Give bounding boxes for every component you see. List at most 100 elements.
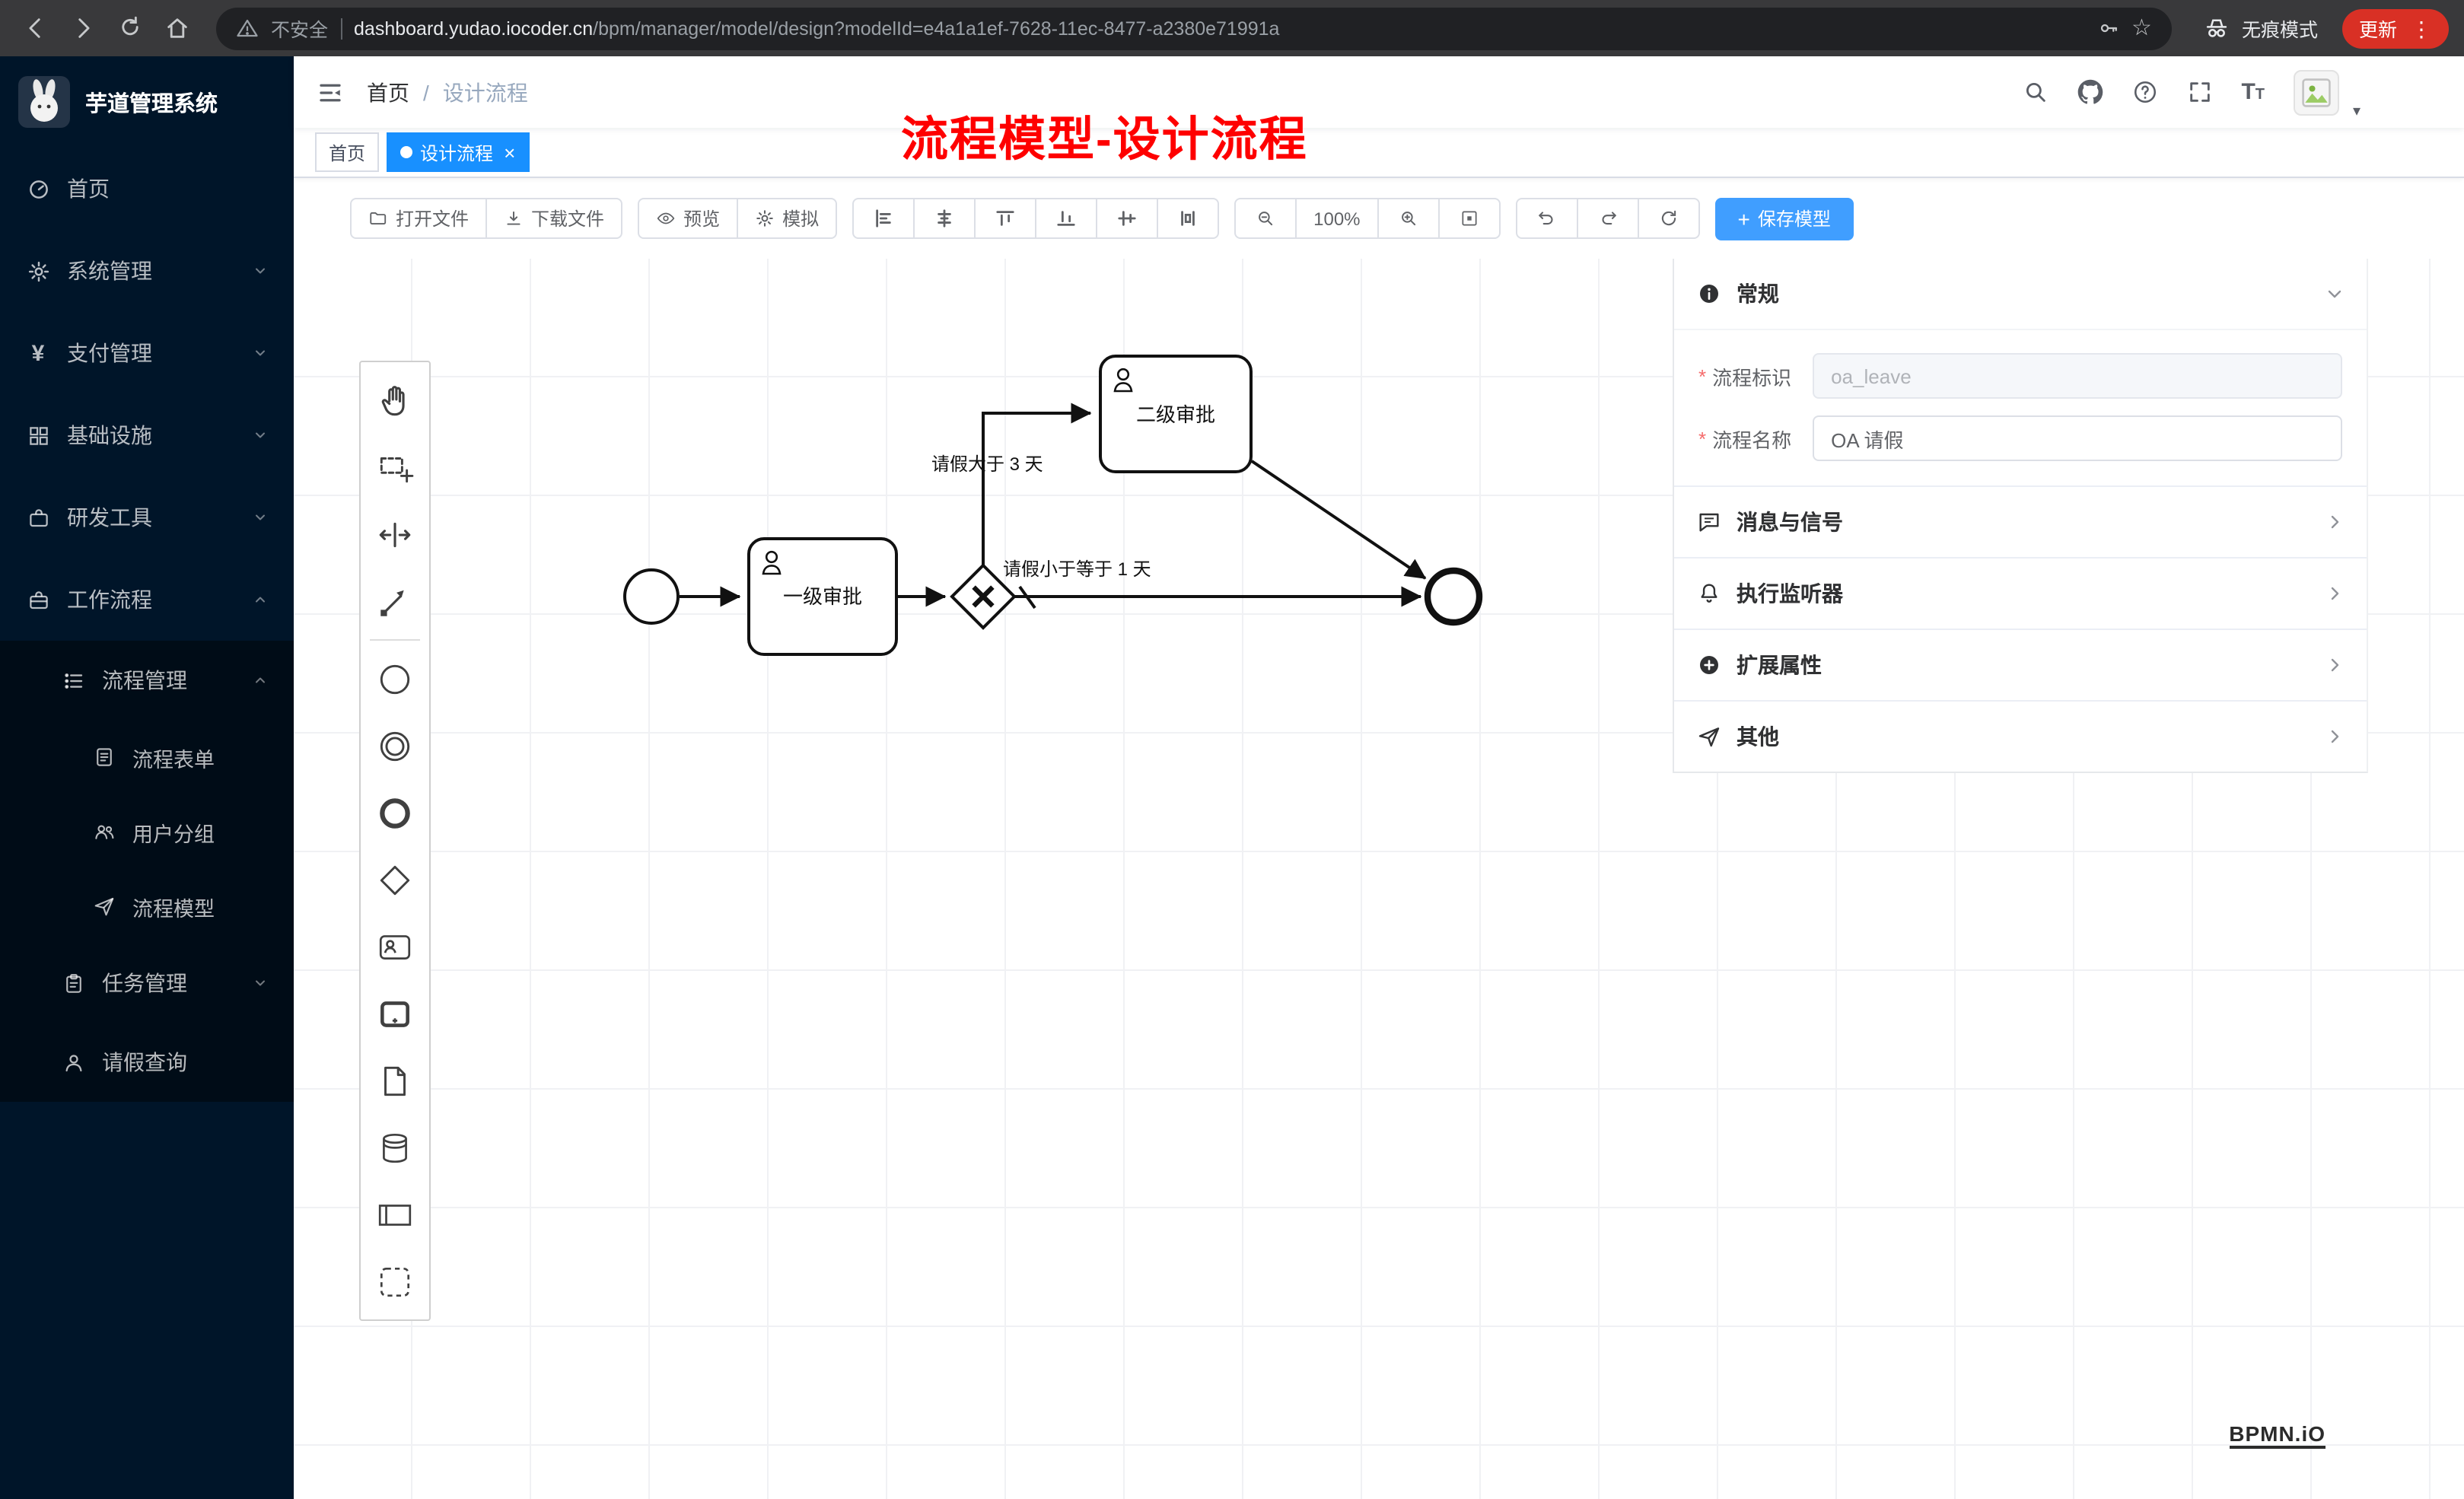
create-end-event-icon[interactable] [362,779,428,846]
update-button[interactable]: 更新 ⋮ [2341,8,2449,48]
edge-label-gt3[interactable]: 请假大于 3 天 [931,454,1043,475]
incognito-badge: 无痕模式 [2190,14,2330,43]
workflow-submenu: 流程管理 流程表单 用户分组 流程模型 任务管理 [0,641,294,1102]
align-horizontal-center-button[interactable] [913,198,976,239]
address-bar[interactable]: 不安全 dashboard.yudao.iocoder.cn/bpm/manag… [216,7,2172,49]
align-vertical-center-button[interactable] [1096,198,1159,239]
create-group-icon[interactable] [362,1248,428,1315]
home-icon[interactable] [157,8,198,49]
create-user-task-icon[interactable] [362,913,428,980]
section-execution-listeners-header[interactable]: 执行监听器 [1674,559,2367,629]
bpmn-io-watermark[interactable]: BPMN.iO [2229,1421,2326,1449]
bookmark-star-icon[interactable]: ☆ [2131,15,2152,41]
navbar-actions: TT ▾ [2022,69,2464,119]
key-icon[interactable] [2096,17,2119,40]
save-model-button[interactable]: +保存模型 [1714,197,1854,240]
font-size-icon[interactable]: TT [2241,79,2265,105]
section-title: 消息与信号 [1737,510,1843,534]
global-connect-tool-icon[interactable] [362,568,428,635]
user-avatar[interactable]: ▾ [2294,69,2361,119]
create-start-event-icon[interactable] [362,645,428,712]
flow-gateway-to-task2[interactable] [982,403,1092,565]
create-data-object-icon[interactable] [362,1047,428,1114]
space-tool-icon[interactable] [362,501,428,568]
tab-design-process[interactable]: 设计流程 × [387,132,530,172]
sidebar-item-devtools[interactable]: 研发工具 [0,476,294,559]
preview-button[interactable]: 预览 [638,198,739,239]
sidebar-item-system[interactable]: 系统管理 [0,230,294,312]
create-participant-icon[interactable] [362,1181,428,1248]
user-task-level1[interactable]: 一级审批 [747,537,898,656]
hand-tool-icon[interactable] [362,367,428,434]
app-logo[interactable]: 芋道管理系统 [0,56,294,148]
align-top-button[interactable] [974,198,1037,239]
redo-button[interactable] [1576,198,1639,239]
browser-menu-icon[interactable]: ⋮ [2411,16,2432,40]
start-event[interactable] [623,568,680,625]
sidebar-item-workflow[interactable]: 工作流程 [0,559,294,641]
sidebar-item-infra[interactable]: 基础设施 [0,394,294,476]
yen-icon: ¥ [31,340,45,366]
sidebar-item-home[interactable]: 首页 [0,148,294,230]
download-file-button[interactable]: 下载文件 [485,198,623,239]
url-host: dashboard.yudao.iocoder.cn [354,18,594,39]
simulate-button[interactable]: 模拟 [737,198,838,239]
align-left-button[interactable] [852,198,915,239]
user-task-level2[interactable]: 二级审批 [1099,355,1253,473]
section-other-header[interactable]: 其他 [1674,702,2367,772]
create-data-store-icon[interactable] [362,1114,428,1181]
message-icon [1697,510,1721,534]
search-icon[interactable] [2022,79,2048,105]
section-general-header[interactable]: 常规 [1674,259,2367,329]
preview-label: 预览 [683,208,721,230]
create-intermediate-event-icon[interactable] [362,712,428,779]
sidebar-item-process-form[interactable]: 流程表单 [0,720,294,794]
sidebar-item-task-management[interactable]: 任务管理 [0,944,294,1023]
process-name-label: 流程名称 [1712,428,1792,451]
reload-icon[interactable] [110,8,151,49]
tab-home[interactable]: 首页 [315,132,380,172]
flow-task2-to-end[interactable] [1250,460,1427,580]
open-file-button[interactable]: 打开文件 [350,198,488,239]
zoom-level: 100% [1295,198,1379,239]
edge-label-le1[interactable]: 请假小于等于 1 天 [1003,559,1151,580]
zoom-in-button[interactable] [1377,198,1440,239]
end-event[interactable] [1424,567,1483,626]
section-messages-signals-header[interactable]: 消息与信号 [1674,487,2367,557]
distribute-elements-button[interactable] [1157,198,1220,239]
create-call-activity-icon[interactable] [362,980,428,1047]
lasso-tool-icon[interactable] [362,434,428,501]
sidebar-item-label: 用户分组 [132,823,215,845]
default-flow-marker [1018,585,1036,609]
refresh-button[interactable] [1637,198,1700,239]
help-icon[interactable] [2131,79,2157,105]
forward-icon[interactable] [62,8,103,49]
close-icon[interactable]: × [504,141,516,164]
user-task-icon [762,550,782,575]
sidebar-item-process-model[interactable]: 流程模型 [0,869,294,944]
bpmn-diagram: 一级审批 [623,355,1483,656]
zoom-out-button[interactable] [1234,198,1297,239]
github-icon[interactable] [2077,79,2103,105]
align-bottom-button[interactable] [1035,198,1098,239]
process-name-input[interactable] [1813,415,2342,461]
section-messages-signals: 消息与信号 [1674,485,2367,557]
url-text[interactable]: dashboard.yudao.iocoder.cn/bpm/manager/m… [354,18,2084,39]
chevron-down-icon [253,263,268,278]
breadcrumb-home[interactable]: 首页 [367,80,409,104]
back-icon[interactable] [15,8,56,49]
zoom-reset-button[interactable] [1437,198,1501,239]
sidebar-toggle-icon[interactable] [294,78,367,106]
gateway-exclusive[interactable] [950,563,1017,630]
create-gateway-icon[interactable] [362,846,428,913]
section-extended-properties-header[interactable]: 扩展属性 [1674,630,2367,700]
security-label[interactable]: 不安全 [271,20,329,41]
sidebar-item-leave-query[interactable]: 请假查询 [0,1023,294,1102]
undo-button[interactable] [1515,198,1578,239]
general-form: * 流程标识 * 流程名称 [1674,329,2367,485]
sidebar-item-payment[interactable]: ¥ 支付管理 [0,312,294,394]
sidebar-item-label: 任务管理 [102,971,187,995]
sidebar-item-process-management[interactable]: 流程管理 [0,641,294,720]
fullscreen-icon[interactable] [2186,79,2212,105]
sidebar-item-user-group[interactable]: 用户分组 [0,794,294,869]
